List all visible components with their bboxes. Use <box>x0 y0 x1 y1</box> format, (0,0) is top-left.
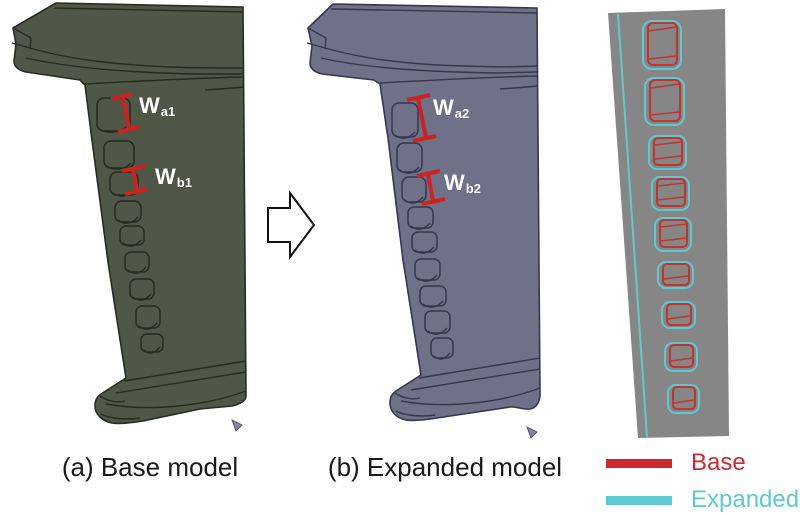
overlay-legend: Base Expanded <box>606 448 799 515</box>
overlay-strip-body <box>608 9 729 438</box>
tread-bump-bevel <box>410 222 431 230</box>
overlay-bump-expanded-outline <box>642 20 682 70</box>
wa2-dimension-marker <box>406 93 437 143</box>
overlay-bump-base-outline <box>659 219 688 248</box>
transform-arrow-icon <box>267 190 316 260</box>
overlay-bump-expanded-outline <box>654 217 692 252</box>
tread-bump-bevel <box>138 322 158 330</box>
tread-bump-bevel <box>127 266 147 274</box>
tread-bump <box>401 176 427 203</box>
tread-bump-bevel <box>427 327 448 335</box>
wa2-label-sub: a2 <box>454 106 470 121</box>
tread-bump-bevel <box>122 239 142 247</box>
overlay-expanded-edge-line <box>617 13 648 438</box>
overlay-bump-base-outline <box>647 22 678 66</box>
tread-bump <box>414 258 441 281</box>
render-artifact <box>526 426 538 439</box>
tread-bump <box>407 206 434 229</box>
tread-bump-bevel <box>106 162 132 170</box>
base-model-caption: (a) Base model <box>61 452 239 482</box>
tread-bump-bevel <box>399 166 420 174</box>
legend-row-base: Base <box>606 448 799 478</box>
overlay-comparison-strip <box>608 9 729 438</box>
wb2-label-main: W <box>444 170 465 195</box>
wa1-label: W a1 <box>139 93 175 119</box>
tread-bump-bevel <box>417 274 438 282</box>
tread-bump <box>135 305 161 329</box>
overlay-bump-expanded-outline <box>657 261 694 289</box>
wb2-label: W b2 <box>444 170 481 196</box>
overlay-bump-expanded-outline <box>644 77 685 126</box>
wb1-label-sub: b1 <box>176 175 192 190</box>
overlay-bump-base-outline <box>669 344 694 368</box>
overlay-bump-expanded-outline <box>651 176 690 211</box>
overlay-bump-base-edge <box>654 141 682 160</box>
wa1-dimension-marker <box>110 92 140 134</box>
expanded-model-caption: (b) Expanded model <box>327 452 563 482</box>
overlay-bump-base-outline <box>672 386 696 410</box>
wb1-label: W b1 <box>155 164 192 190</box>
overlay-bump-base-edge <box>663 275 689 280</box>
tread-bump <box>430 337 454 359</box>
overlay-bump-base-edge <box>670 357 693 362</box>
wb1-label-main: W <box>155 164 176 189</box>
expanded-model-illustration <box>306 3 541 422</box>
expanded-model-detail-lines <box>306 8 541 417</box>
base-model-detail-lines <box>11 7 247 420</box>
wb2-label-sub: b2 <box>465 181 481 196</box>
tread-bump <box>140 333 164 353</box>
tread-bump <box>124 251 150 273</box>
overlay-bump-base-edge <box>648 26 677 60</box>
overlay-bump-base-edge <box>660 223 687 242</box>
tread-bump <box>391 102 419 138</box>
overlay-bump-base-edge <box>667 315 691 320</box>
tread-bump <box>424 310 451 334</box>
tread-bump-bevel <box>143 346 161 354</box>
tread-bump <box>129 278 155 300</box>
wa2-label-main: W <box>433 95 454 120</box>
overlay-bump-base-edge <box>650 83 680 116</box>
wb1-dimension-marker <box>121 164 149 196</box>
tread-bump-bevel <box>433 352 451 360</box>
overlay-bump-base-outline <box>649 79 681 122</box>
overlay-bump-expanded-outline <box>661 301 696 329</box>
legend-expanded-label: Expanded <box>691 486 800 513</box>
wa1-label-sub: a1 <box>160 104 176 119</box>
overlay-bump-base-outline <box>653 137 683 166</box>
overlay-bump-expanded-outline <box>664 342 698 372</box>
wa2-label: W a2 <box>433 95 469 121</box>
expanded-model-tread-bumps <box>391 102 454 360</box>
legend-base-swatch <box>606 458 672 468</box>
tread-bump-bevel <box>117 216 139 224</box>
legend-row-expanded: Expanded <box>606 485 799 515</box>
tread-bump-bevel <box>394 131 416 139</box>
overlay-bump-expanded-outline <box>667 384 700 414</box>
tread-bump <box>396 142 423 173</box>
overlay-bump-base-outline <box>656 178 686 207</box>
overlay-bump-base-edge <box>673 399 695 404</box>
tread-bump-bevel <box>132 293 152 301</box>
overlay-bump-base-edge <box>657 182 685 201</box>
tread-bump <box>114 200 142 223</box>
legend-base-label: Base <box>691 449 746 476</box>
tread-bump <box>411 231 438 253</box>
overlay-bump-base-outline <box>666 303 692 326</box>
overlay-bump-base-outline <box>662 263 690 286</box>
tread-bump <box>419 285 447 307</box>
legend-expanded-swatch <box>606 495 672 505</box>
tread-bump-bevel <box>422 300 444 308</box>
tread-bump <box>103 140 135 169</box>
base-model-tread-bumps <box>96 97 164 354</box>
tread-bump-bevel <box>404 196 424 204</box>
overlay-bump-expanded-outline <box>648 135 687 170</box>
wa1-label-main: W <box>139 93 160 118</box>
render-artifact <box>231 419 243 432</box>
base-model-illustration <box>11 2 247 425</box>
tread-bump-bevel <box>99 125 128 133</box>
tread-bump <box>119 225 145 246</box>
wb2-dimension-marker <box>416 169 446 206</box>
tread-bump-bevel <box>414 246 435 254</box>
